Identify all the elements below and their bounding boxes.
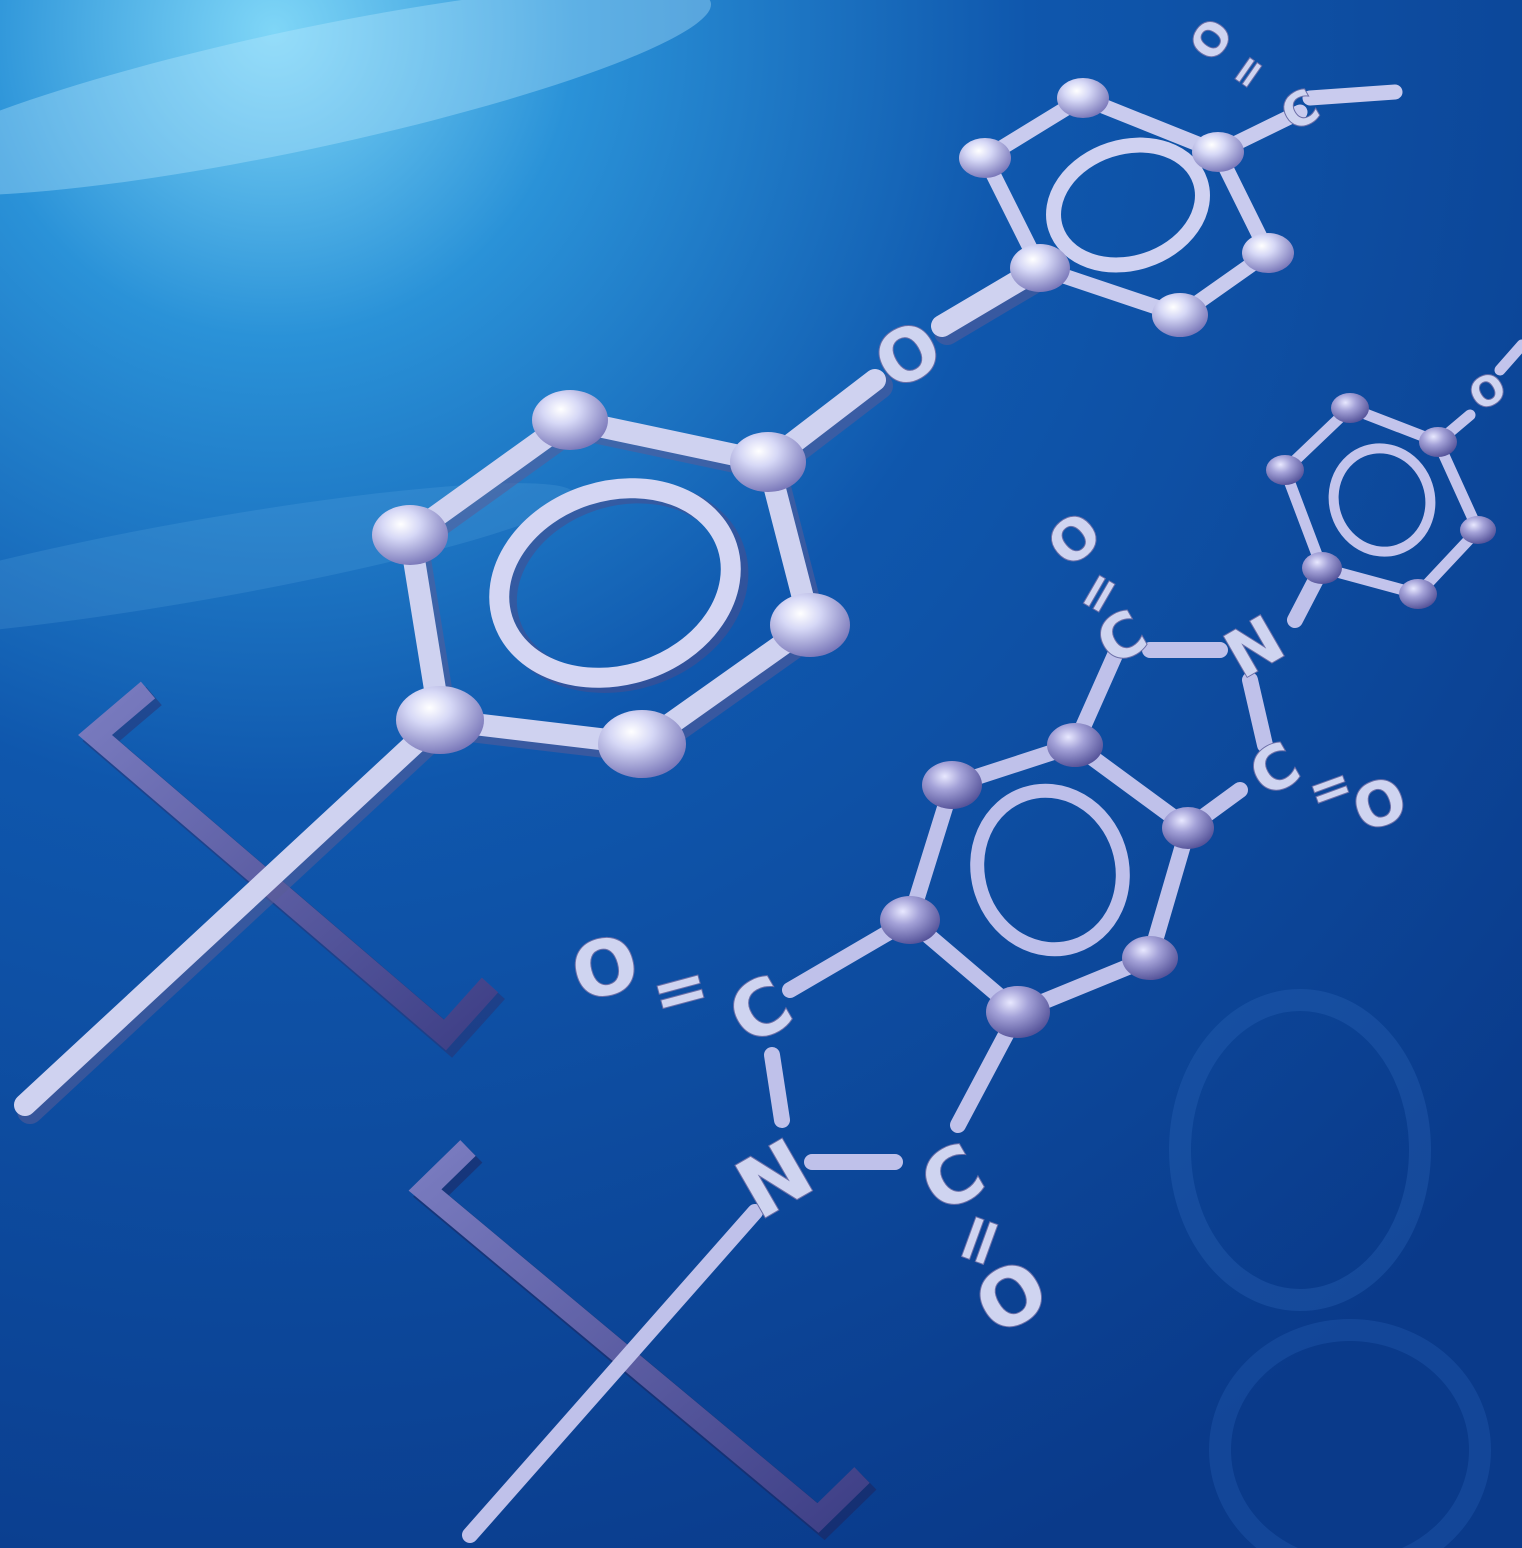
atoms bbox=[372, 78, 1496, 1038]
light-streak bbox=[0, 0, 712, 196]
aromatic-rings bbox=[489, 137, 1436, 957]
soft-ring bbox=[1209, 1319, 1491, 1548]
soft-ring bbox=[1169, 989, 1431, 1311]
